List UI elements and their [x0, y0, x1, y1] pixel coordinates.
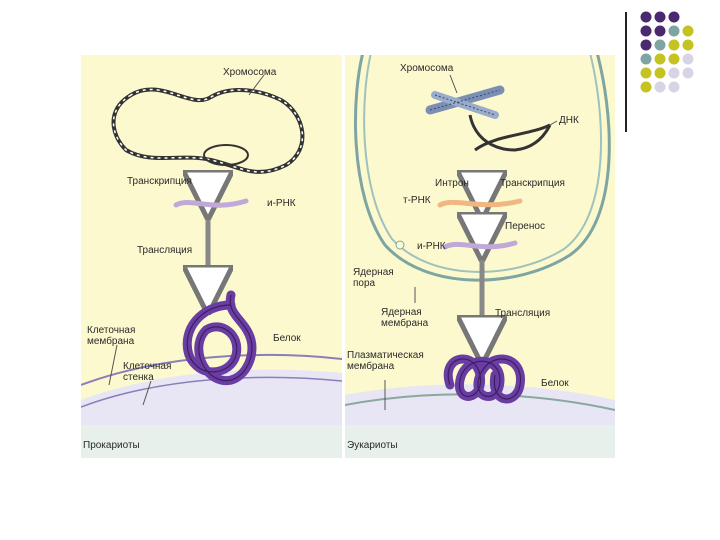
label-chromosome: Хромосома [400, 63, 453, 74]
label-protein: Белок [273, 333, 301, 344]
label-transcription: Транскрипция [127, 176, 192, 187]
label-intron: Интрон [435, 178, 469, 189]
dna-strand-b [475, 125, 550, 150]
decorative-dot [669, 26, 680, 37]
label-transcription: Транскрипция [500, 178, 565, 189]
nuclear-membrane-inner [364, 55, 601, 272]
label-translation: Трансляция [495, 308, 550, 319]
label-cell-wall: Клеточная стенка [123, 361, 179, 383]
decorative-dot [669, 68, 680, 79]
decorative-dot [683, 26, 694, 37]
label-transfer: Перенос [505, 221, 545, 232]
decorative-dot [655, 26, 666, 37]
protein-coil [187, 295, 252, 381]
decorative-dot [641, 40, 652, 51]
decorative-dot [655, 54, 666, 65]
decorative-dot [669, 40, 680, 51]
chromosome-shape [430, 90, 500, 115]
decorative-dot [641, 54, 652, 65]
label-dna: ДНК [559, 115, 579, 126]
label-mrna: и-РНК [267, 198, 296, 209]
nuclear-pore [396, 241, 404, 249]
label-nuclear-membrane: Ядерная мембрана [381, 307, 441, 329]
transcription-bubble [204, 145, 248, 165]
label-trna: т-РНК [403, 195, 431, 206]
label-plasma-membrane: Плазматическая мембрана [347, 350, 433, 372]
decorative-dot [655, 68, 666, 79]
caption-prokaryotes: Прокариоты [83, 440, 140, 451]
decorative-dot [641, 12, 652, 23]
decorative-dot [641, 82, 652, 93]
membrane-pointer [109, 345, 117, 385]
trna-strand [440, 201, 520, 205]
decorative-dot [683, 54, 694, 65]
decorative-vertical-line [625, 12, 627, 132]
decorative-dot [669, 54, 680, 65]
decorative-dot [683, 40, 694, 51]
prokaryote-panel: Хромосома Транскрипция и-РНК Трансляция … [81, 55, 342, 458]
decorative-dot [655, 82, 666, 93]
chromosome-pointer [450, 75, 457, 93]
label-nuclear-pore: Ядерная пора [353, 267, 403, 289]
decorative-dot [641, 68, 652, 79]
mrna-strand [176, 201, 246, 205]
decorative-dot [669, 12, 680, 23]
decorative-dot [655, 40, 666, 51]
decorative-dot [655, 12, 666, 23]
decorative-dot [669, 82, 680, 93]
prokaryote-illustration [81, 55, 342, 458]
label-mrna: и-РНК [417, 241, 446, 252]
eukaryote-panel: Хромосома ДНК Интрон Транскрипция т-РНК … [345, 55, 615, 458]
mrna-strand [445, 243, 515, 247]
decorative-dot [683, 68, 694, 79]
label-cell-membrane: Клеточная мембрана [87, 325, 149, 347]
label-chromosome: Хромосома [223, 67, 276, 78]
label-protein: Белок [541, 378, 569, 389]
caption-eukaryotes: Эукариоты [347, 440, 398, 451]
dna-pointer [550, 121, 557, 125]
decorative-dot [641, 26, 652, 37]
label-translation: Трансляция [137, 245, 192, 256]
